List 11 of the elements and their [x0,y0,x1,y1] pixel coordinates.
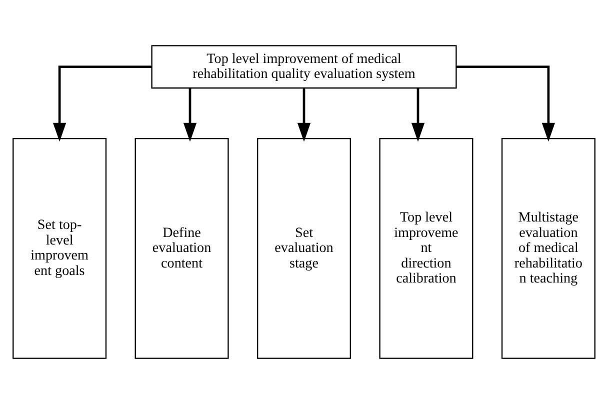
node-box: Top level improveme nt direction calibration [379,138,474,359]
arrow [297,88,311,142]
arrow [183,88,197,142]
node-box: Define evaluation content [134,138,229,359]
node-box: Top level improvement of medical rehabilitation quality evaluation system [151,45,457,89]
node-box: Set top- level improvem ent goals [12,138,107,359]
node-box: Set evaluation stage [257,138,351,359]
arrow [52,66,152,142]
arrow [456,66,556,142]
node-box: Multistage evaluation of medical rehabilitatio n teaching [501,138,596,359]
arrow [411,88,425,142]
